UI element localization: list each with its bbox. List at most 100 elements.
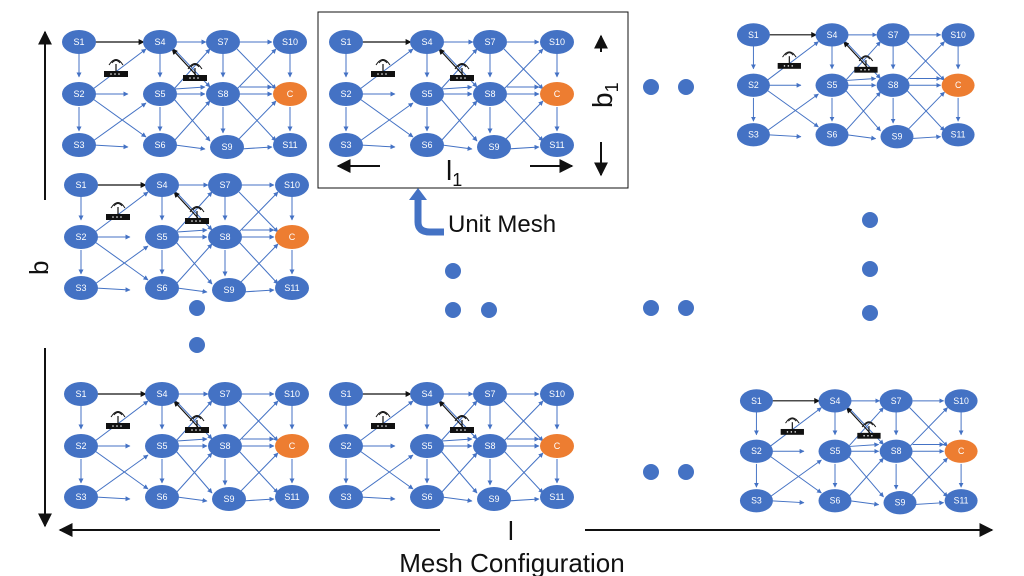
node-label-s9: S9 [223,285,234,295]
node-label-s2: S2 [340,89,351,99]
node-label-s5: S5 [827,80,838,90]
node-label-s9: S9 [223,494,234,504]
node-label-s9: S9 [895,498,906,508]
node-label-s1: S1 [340,37,351,47]
node-label-s8: S8 [484,89,495,99]
node-label-c: C [289,232,296,242]
node-label-s8: S8 [891,446,902,456]
node-label-s9: S9 [488,494,499,504]
node-label-s3: S3 [340,140,351,150]
unit-mesh-callout-arrow [414,195,444,236]
l-label: l [508,516,514,546]
node-label-s8: S8 [888,80,899,90]
node-label-s8: S8 [217,89,228,99]
node-label-s9: S9 [488,142,499,152]
b1-label: b1 [587,82,622,108]
node-label-s7: S7 [217,37,228,47]
node-label-c: C [554,441,561,451]
node-label-s2: S2 [73,89,84,99]
node-label-s6: S6 [421,140,432,150]
node-label-s11: S11 [549,492,564,502]
node-label-s4: S4 [421,37,432,47]
node-label-s2: S2 [340,441,351,451]
node-label-s4: S4 [421,389,432,399]
node-label-s5: S5 [154,89,165,99]
node-label-s8: S8 [219,232,230,242]
node-label-s10: S10 [284,389,300,399]
node-label-s10: S10 [950,30,966,40]
node-label-s1: S1 [73,37,84,47]
node-label-s11: S11 [284,283,299,293]
node-label-s11: S11 [549,140,564,150]
node-label-s10: S10 [282,37,298,47]
node-label-s4: S4 [156,180,167,190]
node-label-s5: S5 [421,89,432,99]
node-label-s4: S4 [154,37,165,47]
node-label-s5: S5 [156,441,167,451]
node-label-s11: S11 [954,496,969,506]
node-label-s1: S1 [751,396,762,406]
node-label-s6: S6 [827,130,838,140]
node-label-s4: S4 [156,389,167,399]
node-label-s3: S3 [751,496,762,506]
node-label-s2: S2 [748,80,759,90]
node-label-s4: S4 [830,396,841,406]
node-label-s3: S3 [73,140,84,150]
node-label-s9: S9 [221,142,232,152]
unit-mesh-label: Unit Mesh [448,211,556,238]
node-label-c: C [554,89,561,99]
node-label-s8: S8 [484,441,495,451]
node-label-s1: S1 [75,389,86,399]
node-label-s1: S1 [748,30,759,40]
node-label-s10: S10 [953,396,969,406]
node-label-s7: S7 [484,37,495,47]
node-label-s1: S1 [75,180,86,190]
node-label-s6: S6 [156,492,167,502]
mesh-configuration-title: Mesh Configuration [399,548,624,576]
node-label-c: C [955,80,961,90]
b-label: b [24,261,54,275]
node-label-c: C [287,89,294,99]
node-label-s4: S4 [827,30,838,40]
node-label-s11: S11 [282,140,297,150]
node-label-s7: S7 [888,30,899,40]
mesh-grid: S1S2S3S4S5S6S7S8S9S10CS11S1S2S3S4S5S6S7S… [62,23,978,514]
node-label-s2: S2 [75,232,86,242]
node-label-s2: S2 [75,441,86,451]
node-label-s6: S6 [421,492,432,502]
node-label-c: C [289,441,296,451]
node-label-s3: S3 [748,130,759,140]
node-label-s8: S8 [219,441,230,451]
node-label-s11: S11 [284,492,299,502]
node-label-s5: S5 [830,446,841,456]
node-label-s10: S10 [549,37,565,47]
node-label-s3: S3 [75,283,86,293]
node-label-s7: S7 [219,389,230,399]
node-label-s7: S7 [891,396,902,406]
node-label-s10: S10 [284,180,300,190]
ellipsis-dots [189,79,878,480]
node-label-c: C [958,446,964,456]
node-label-s11: S11 [951,130,966,140]
unit-mesh-box [317,11,629,189]
node-label-s5: S5 [156,232,167,242]
node-label-s6: S6 [830,496,841,506]
node-label-s7: S7 [219,180,230,190]
node-label-s10: S10 [549,389,565,399]
node-label-s6: S6 [156,283,167,293]
node-label-s1: S1 [340,389,351,399]
node-label-s3: S3 [340,492,351,502]
node-label-s2: S2 [751,446,762,456]
node-label-s5: S5 [421,441,432,451]
node-label-s9: S9 [892,132,903,142]
node-label-s3: S3 [75,492,86,502]
node-label-s6: S6 [154,140,165,150]
